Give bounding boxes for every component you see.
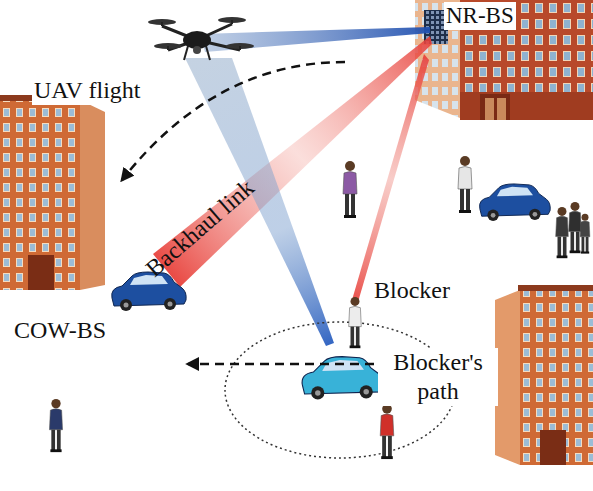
uav-drone (206, 46, 210, 60)
pedestrian (458, 156, 472, 213)
pedestrian (569, 202, 582, 253)
nr-bs-building (485, 98, 494, 120)
radio-beams (352, 54, 429, 302)
right-building (495, 290, 520, 465)
pedestrian (380, 404, 394, 459)
right-building (540, 430, 566, 465)
uav-drone (167, 46, 169, 50)
flight-label: UAV flight (32, 76, 142, 105)
left-building (0, 100, 80, 290)
right-building (518, 285, 593, 291)
left-building (28, 255, 54, 290)
pedestrian (343, 161, 357, 218)
nr-bs-building (415, 0, 593, 120)
uav-drone (161, 22, 163, 26)
uav-drone (148, 17, 254, 60)
blocker-person (349, 297, 362, 348)
pedestrian (49, 399, 62, 452)
nr-bs-building (497, 98, 506, 120)
right-building (520, 290, 593, 465)
uav-drone (154, 43, 182, 49)
path-label: Blocker's path (378, 348, 498, 406)
pedestrian (556, 207, 569, 258)
uav-drone (184, 46, 188, 60)
blocker-path-arrow (188, 363, 374, 366)
link-label: Backhaul link (138, 172, 261, 284)
left-building (80, 100, 105, 290)
pedestrian (580, 214, 590, 254)
right-building (495, 285, 593, 465)
nr-bs-building (480, 94, 510, 120)
uav-drone (218, 17, 246, 23)
blocker-label: Blocker (372, 276, 452, 305)
uav-flight-arrow (122, 62, 345, 180)
left-building (0, 95, 105, 290)
nr-bs-building (460, 92, 593, 120)
uav-drone (226, 43, 254, 49)
uav-drone (148, 19, 176, 25)
station-label: COW-BS (12, 316, 108, 345)
station-label: NR-BS (444, 2, 516, 30)
uav-drone (231, 20, 233, 24)
uav-drone (193, 46, 201, 54)
parked-car (480, 184, 551, 221)
cow-bs-car (112, 272, 186, 311)
radio-beams (200, 27, 430, 52)
uav-drone (239, 46, 241, 50)
